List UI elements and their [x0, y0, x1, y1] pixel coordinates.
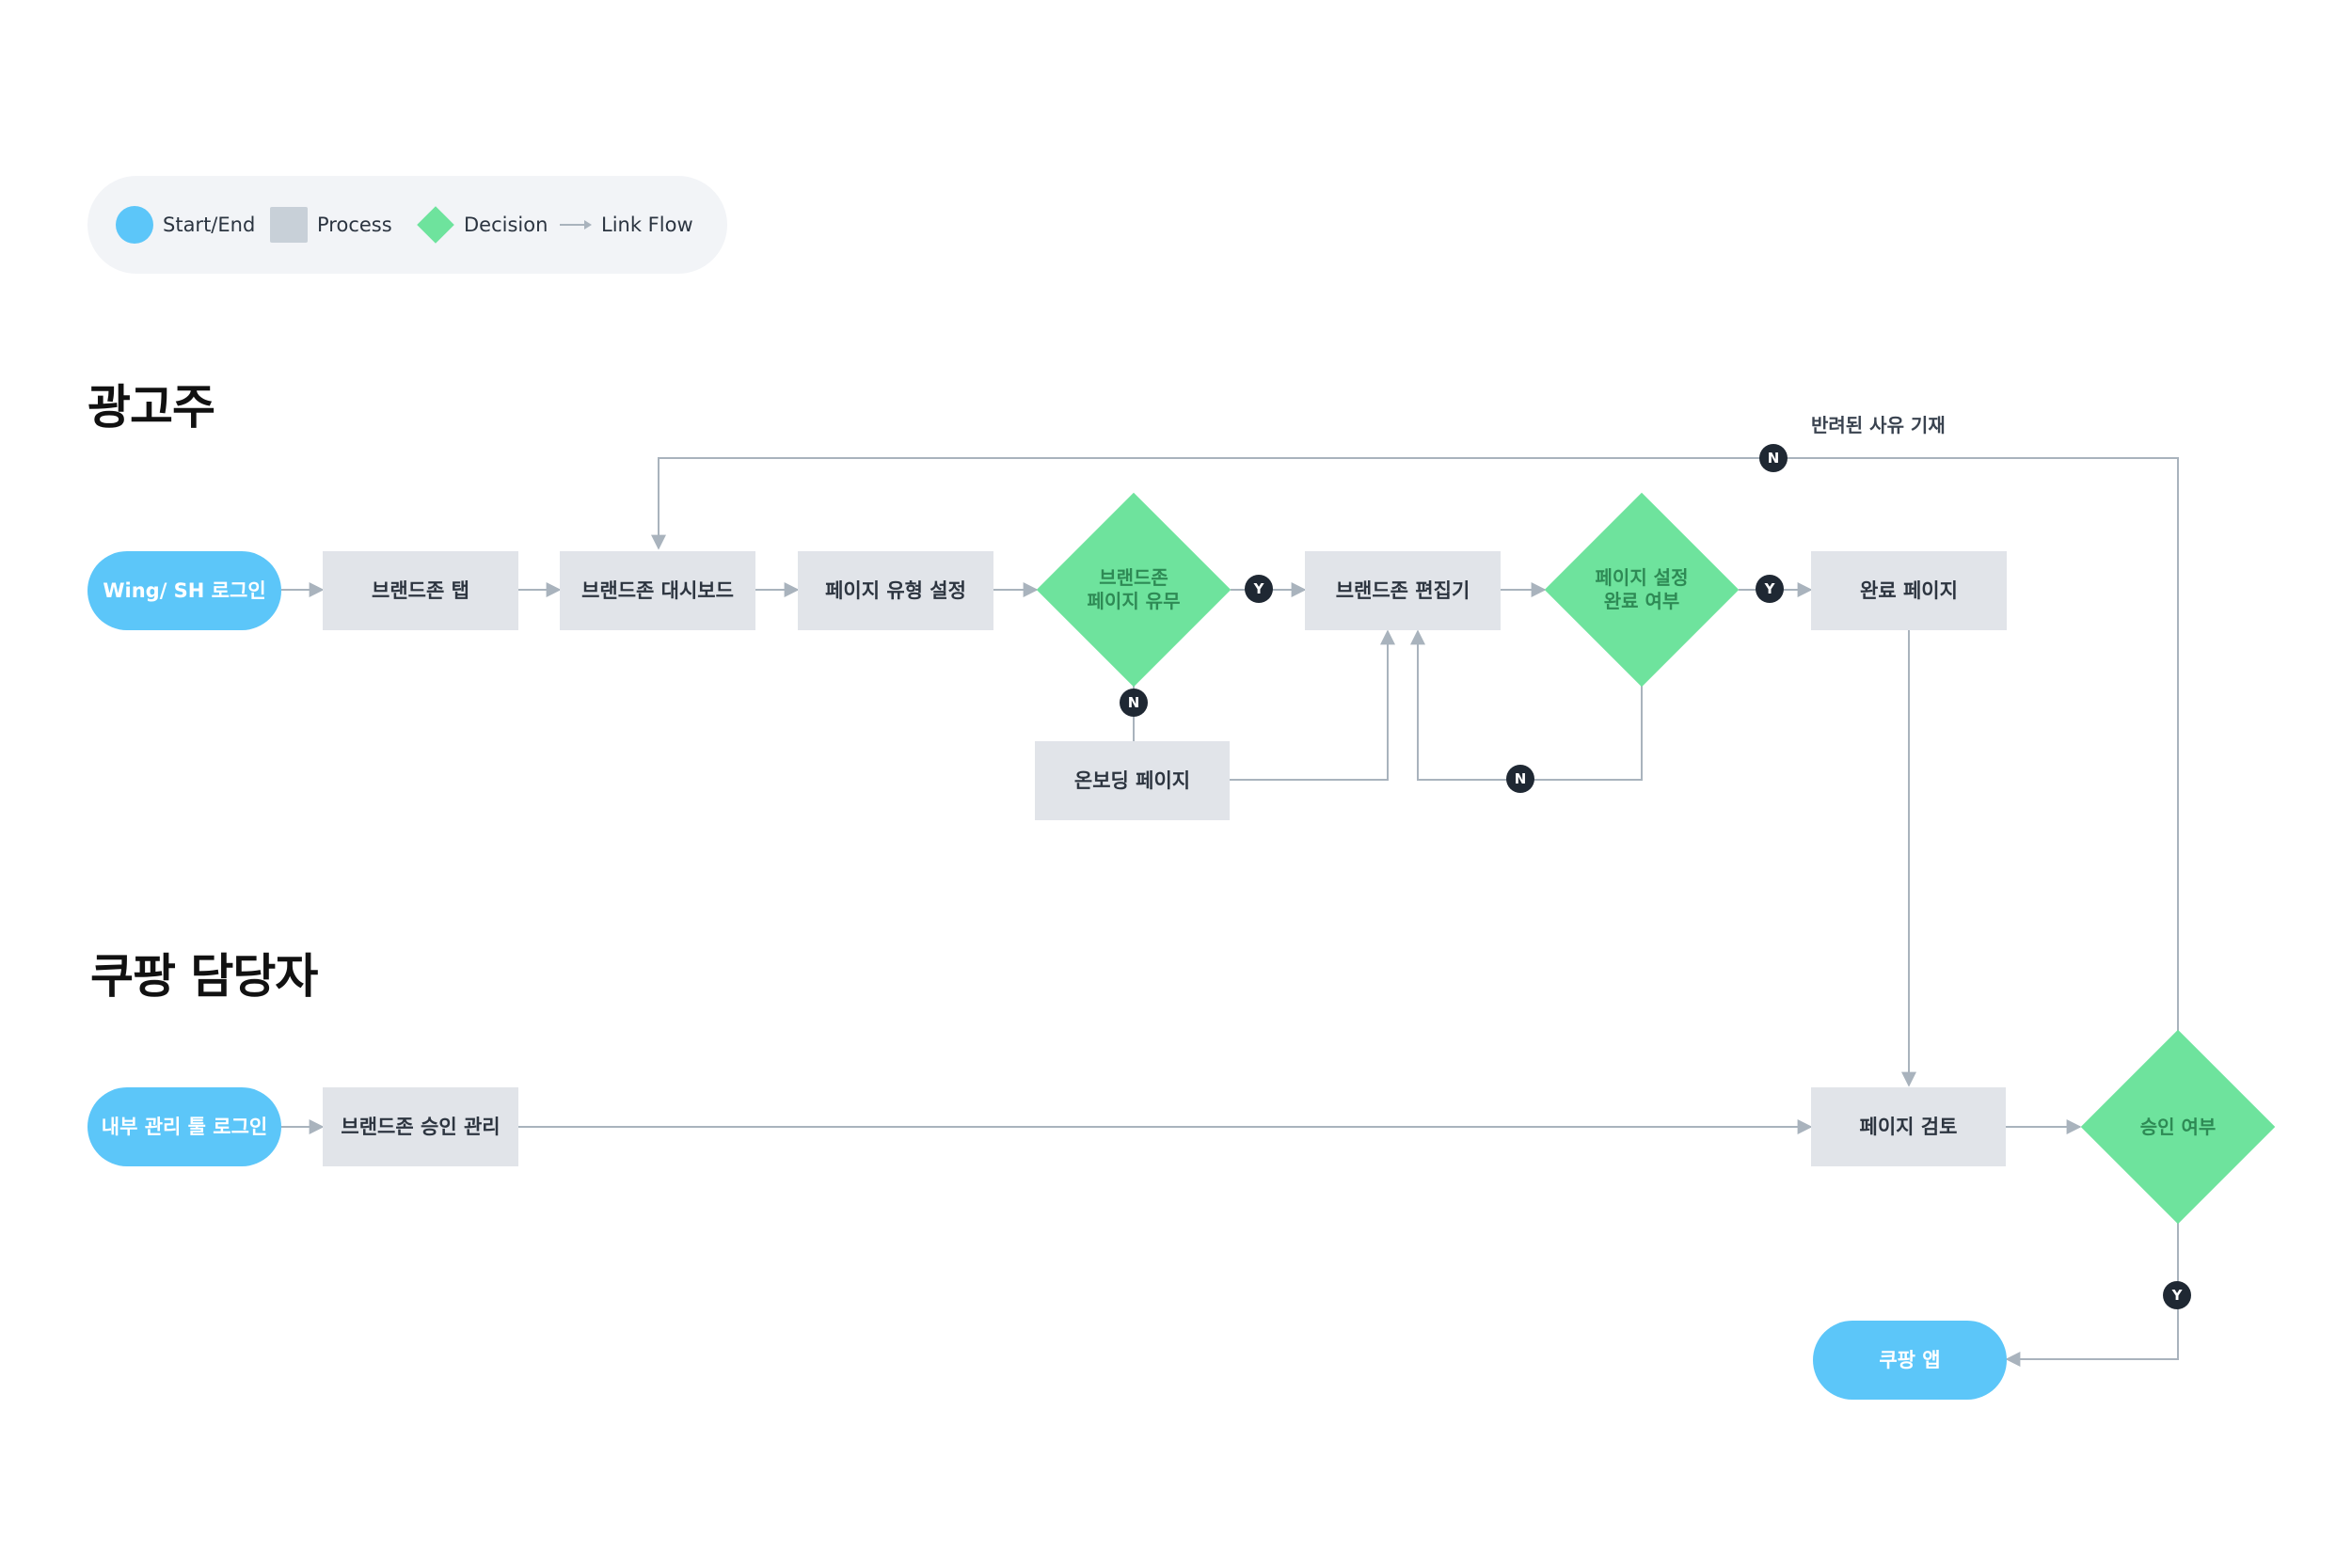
edge-approval-yes-to-app: [2005, 1204, 2179, 1367]
rejection-reason-label: 반려된 사유 기재: [1811, 414, 1946, 436]
node-coupang-app[interactable]: 쿠팡 앱: [1813, 1321, 2007, 1400]
node-brandzone-approval-mgmt[interactable]: 브랜드존 승인 관리: [323, 1087, 518, 1166]
node-complete-page[interactable]: 완료 페이지: [1811, 551, 2007, 630]
legend-decision-label: Decision: [464, 214, 548, 236]
yes-badge-page-exists: Y: [1245, 575, 1273, 603]
node-wing-login[interactable]: Wing/ SH 로그인: [87, 551, 281, 630]
node-onboarding-page[interactable]: 온보딩 페이지: [1035, 741, 1230, 820]
legend-process: Process: [270, 176, 392, 274]
decision-label: 페이지 설정 완료 여부: [1595, 566, 1689, 612]
node-brandzone-dashboard[interactable]: 브랜드존 대시보드: [560, 551, 755, 630]
link-flow-arrow-icon: [560, 220, 592, 230]
section-title-advertiser: 광고주: [87, 380, 215, 435]
legend-decision: Decision: [417, 176, 548, 274]
node-page-type-setting[interactable]: 페이지 유형 설정: [798, 551, 993, 630]
process-swatch-icon: [270, 207, 308, 243]
legend-start-end: Start/End: [116, 176, 255, 274]
yes-badge-setting-done: Y: [1756, 575, 1784, 603]
decision-label: 브랜드존 페이지 유무: [1087, 566, 1181, 612]
section-title-coupang-manager: 쿠팡 담당자: [90, 949, 318, 1004]
decision-label: 승인 여부: [2139, 1115, 2217, 1138]
legend-link-flow: Link Flow: [560, 176, 693, 274]
node-brandzone-tab[interactable]: 브랜드존 탭: [323, 551, 518, 630]
legend: Start/End Process Decision Link Flow: [87, 176, 727, 274]
node-page-review[interactable]: 페이지 검토: [1811, 1087, 2006, 1166]
no-badge-rejection: N: [1759, 444, 1788, 472]
node-brandzone-editor[interactable]: 브랜드존 편집기: [1305, 551, 1501, 630]
legend-process-label: Process: [317, 214, 392, 236]
edge-rejection-loop: [651, 457, 2179, 1048]
legend-link-flow-label: Link Flow: [601, 214, 693, 236]
node-internal-tool-login[interactable]: 내부 관리 툴 로그인: [87, 1087, 281, 1166]
edge-onboarding-to-editor: [1230, 629, 1395, 781]
no-badge-page-exists: N: [1120, 689, 1148, 717]
yes-badge-approval: Y: [2163, 1281, 2191, 1309]
legend-start-end-label: Start/End: [163, 214, 256, 236]
no-badge-setting-done: N: [1506, 765, 1534, 793]
start-end-swatch-icon: [116, 206, 153, 244]
decision-swatch-icon: [417, 206, 454, 244]
